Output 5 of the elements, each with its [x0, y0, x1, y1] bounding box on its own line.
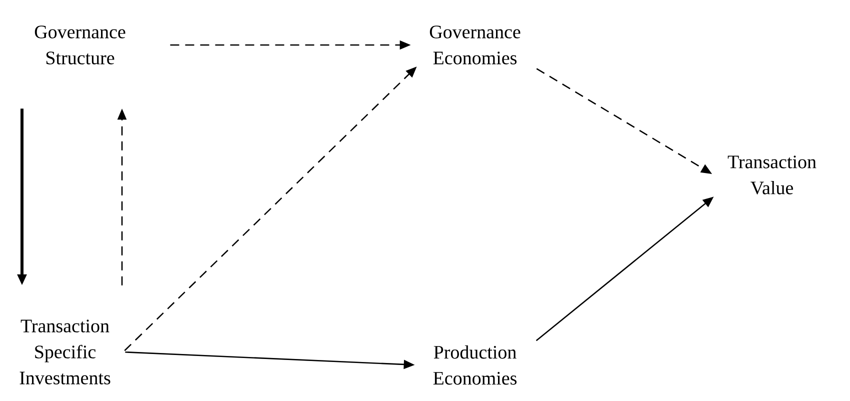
- node-label: Governance Structure: [34, 26, 126, 64]
- node-label: Transaction Specific Investments: [20, 320, 110, 384]
- node-label: Production Economies: [433, 345, 517, 385]
- node-label: Governance Economies: [430, 26, 520, 64]
- node-label: Transaction Value: [728, 156, 816, 194]
